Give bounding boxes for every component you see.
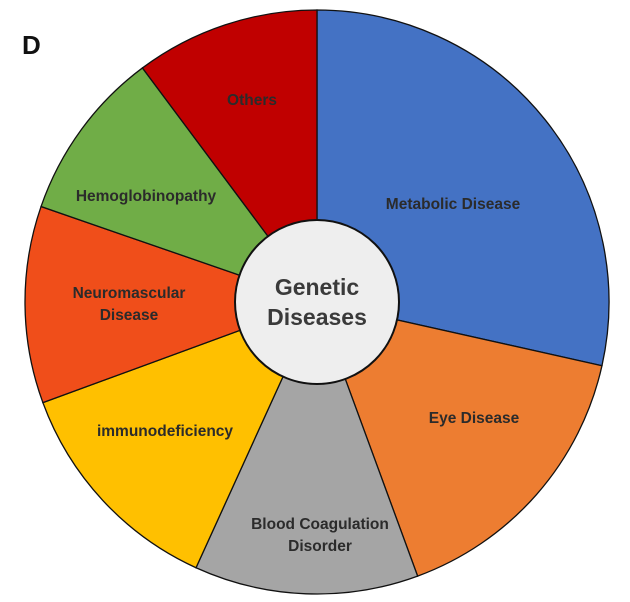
slice-eye-disease <box>315 301 603 577</box>
slice-hemoglobinopathy <box>40 67 319 304</box>
slice-label: Others <box>227 92 277 109</box>
slice-label: Metabolic Disease <box>386 196 521 213</box>
panel-label: D <box>22 30 41 60</box>
slice-label: Hemoglobinopathy <box>76 188 217 205</box>
center-disc <box>234 219 400 385</box>
slice-label: Eye Disease <box>429 410 520 427</box>
slice-neuromascular-disease <box>24 205 319 404</box>
slice-label: immunodeficiency <box>97 423 233 440</box>
slice-blood-coagulation-disorder <box>195 300 419 595</box>
slice-others <box>141 9 318 304</box>
slice-immunodeficiency <box>42 300 319 569</box>
